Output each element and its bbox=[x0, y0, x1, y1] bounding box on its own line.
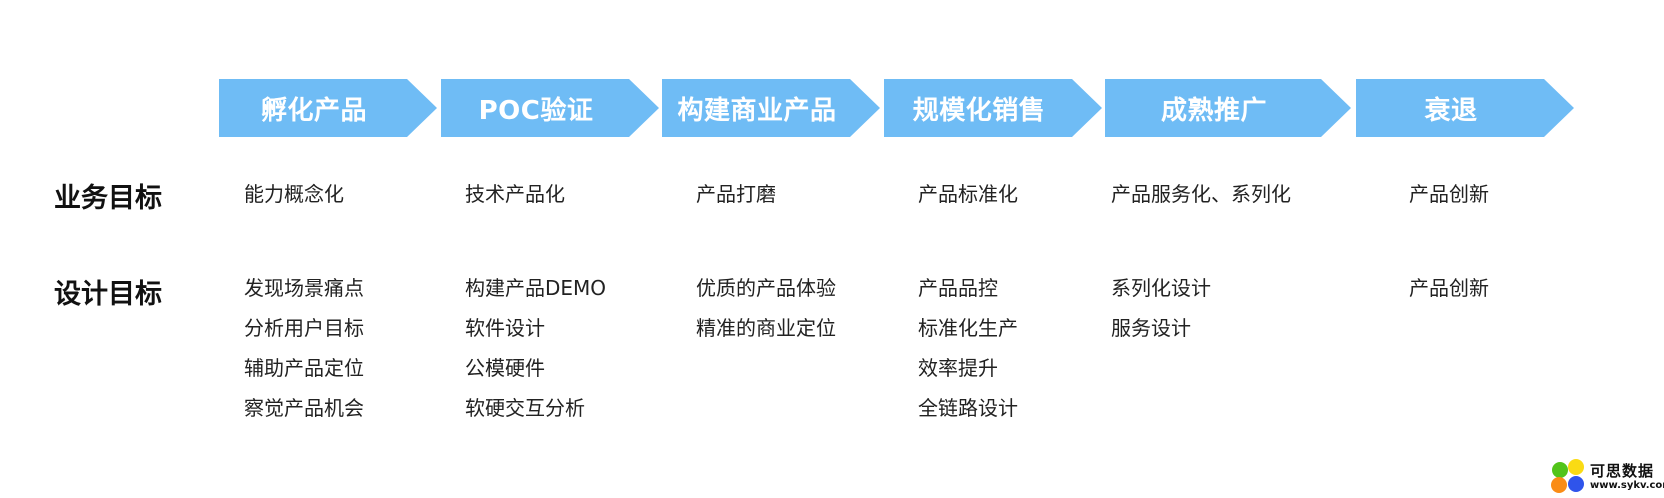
business-goal-cell-3: 产品打磨 bbox=[696, 174, 776, 214]
goal-item: 系列化设计 bbox=[1111, 276, 1211, 300]
stage-arrow-2: POC验证 bbox=[441, 79, 659, 137]
business-goal-cell-5: 产品服务化、系列化 bbox=[1111, 174, 1291, 214]
design-goal-cell-3: 优质的产品体验 精准的商业定位 bbox=[696, 268, 836, 348]
goal-item: 技术产品化 bbox=[465, 182, 565, 206]
goal-item: 全链路设计 bbox=[918, 396, 1018, 420]
stage-arrow-5: 成熟推广 bbox=[1105, 79, 1351, 137]
goal-item: 产品创新 bbox=[1409, 182, 1489, 206]
logo-dot-blue bbox=[1568, 476, 1584, 492]
stage-arrow-4: 规模化销售 bbox=[884, 79, 1102, 137]
stage-arrow-3: 构建商业产品 bbox=[662, 79, 880, 137]
business-goal-cell-4: 产品标准化 bbox=[918, 174, 1018, 214]
row-label-design-goals: 设计目标 bbox=[54, 279, 162, 310]
stage-label: 孵化产品 bbox=[260, 95, 367, 126]
goal-item: 辅助产品定位 bbox=[244, 356, 364, 380]
design-goal-cell-4: 产品品控 标准化生产 效率提升 全链路设计 bbox=[918, 268, 1018, 428]
logo-dot-green bbox=[1552, 462, 1568, 478]
goal-item: 服务设计 bbox=[1111, 316, 1191, 340]
goal-item: 优质的产品体验 bbox=[696, 276, 836, 300]
row-label-business-goals: 业务目标 bbox=[54, 183, 162, 214]
stage-label: 衰退 bbox=[1424, 95, 1478, 126]
design-goal-cell-1: 发现场景痛点 分析用户目标 辅助产品定位 察觉产品机会 bbox=[244, 268, 364, 428]
goal-item: 精准的商业定位 bbox=[696, 316, 836, 340]
goal-item: 能力概念化 bbox=[244, 182, 344, 206]
design-goal-cell-5: 系列化设计 服务设计 bbox=[1111, 268, 1211, 348]
goal-item: 分析用户目标 bbox=[244, 316, 364, 340]
logo-url: www.sykv.com bbox=[1590, 480, 1664, 491]
goal-item: 标准化生产 bbox=[918, 316, 1018, 340]
stage-label: 构建商业产品 bbox=[677, 95, 837, 126]
design-goal-cell-2: 构建产品DEMO 软件设计 公模硬件 软硬交互分析 bbox=[465, 268, 606, 428]
goal-item: 产品品控 bbox=[918, 276, 998, 300]
goal-item: 发现场景痛点 bbox=[244, 276, 364, 300]
goal-item: 产品创新 bbox=[1409, 276, 1489, 300]
stage-label: POC验证 bbox=[478, 95, 594, 126]
stage-arrow-6: 衰退 bbox=[1356, 79, 1574, 137]
business-goal-cell-6: 产品创新 bbox=[1409, 174, 1489, 214]
goal-item: 产品打磨 bbox=[696, 182, 776, 206]
goal-item: 构建产品DEMO bbox=[465, 276, 607, 300]
goal-item: 效率提升 bbox=[918, 356, 998, 380]
design-goal-cell-6: 产品创新 bbox=[1409, 268, 1489, 308]
logo-title: 可思数据 bbox=[1590, 462, 1655, 480]
logo-dot-yellow bbox=[1568, 459, 1584, 475]
logo-dot-orange bbox=[1551, 477, 1567, 493]
stage-label: 成熟推广 bbox=[1160, 95, 1267, 126]
goal-item: 察觉产品机会 bbox=[244, 396, 364, 420]
goal-item: 公模硬件 bbox=[465, 356, 545, 380]
goal-item: 产品服务化、系列化 bbox=[1111, 182, 1291, 206]
business-goal-cell-2: 技术产品化 bbox=[465, 174, 565, 214]
goal-item: 软件设计 bbox=[465, 316, 545, 340]
stage-label: 规模化销售 bbox=[912, 95, 1046, 126]
watermark-logo: 可思数据 www.sykv.com bbox=[1548, 458, 1664, 496]
business-goal-cell-1: 能力概念化 bbox=[244, 174, 344, 214]
goal-item: 产品标准化 bbox=[918, 182, 1018, 206]
goal-item: 软硬交互分析 bbox=[465, 396, 585, 420]
stage-arrow-1: 孵化产品 bbox=[219, 79, 437, 137]
